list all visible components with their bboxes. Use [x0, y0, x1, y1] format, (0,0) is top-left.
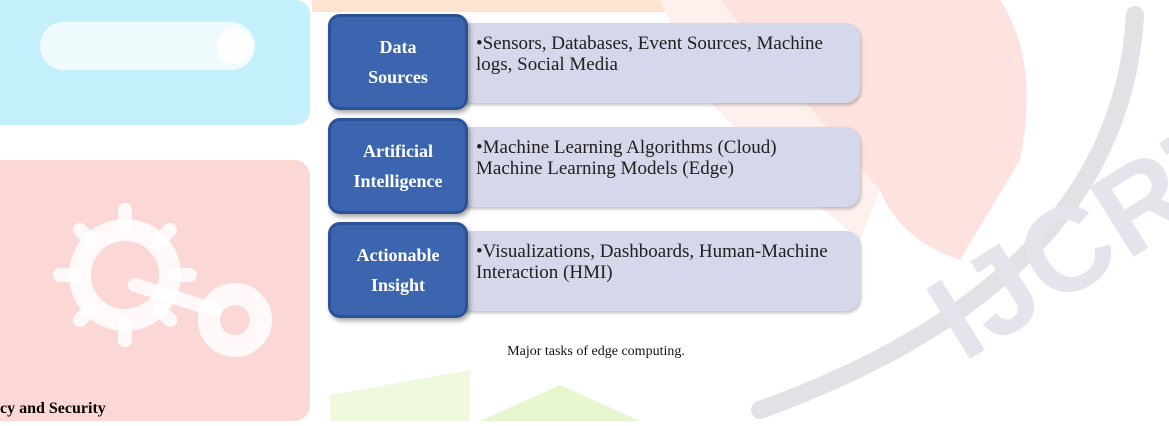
watermark-orange-strip [312, 0, 672, 12]
detail-text: •Visualizations, Dashboards, Human-Machi… [476, 241, 828, 283]
detail-text: •Sensors, Databases, Event Sources, Mach… [476, 33, 823, 75]
detail-panel: •Visualizations, Dashboards, Human-Machi… [446, 231, 860, 311]
edge-computing-diagram: •Sensors, Databases, Event Sources, Mach… [326, 14, 864, 318]
detail-text: •Machine Learning Algorithms (Cloud) Mac… [476, 137, 777, 179]
watermark-grey-arc [751, 6, 1144, 419]
diagram-row-artificial-intelligence: •Machine Learning Algorithms (Cloud) Mac… [326, 118, 864, 214]
figure-caption: Major tasks of edge computing. [507, 344, 685, 359]
diagram-row-actionable-insight: •Visualizations, Dashboards, Human-Machi… [326, 222, 864, 318]
category-label: Artificial Intelligence [353, 141, 443, 191]
watermark-green-shape [330, 370, 470, 421]
category-label: Data Sources [368, 37, 428, 87]
category-box: Artificial Intelligence [328, 118, 468, 214]
detail-panel: •Machine Learning Algorithms (Cloud) Mac… [446, 127, 860, 207]
diagram-row-data-sources: •Sensors, Databases, Event Sources, Mach… [326, 14, 864, 110]
category-box: Actionable Insight [328, 222, 468, 318]
category-box: Data Sources [328, 14, 468, 110]
category-label: Actionable Insight [356, 245, 440, 295]
section-heading-fragment: cy and Security [0, 400, 106, 417]
detail-panel: •Sensors, Databases, Event Sources, Mach… [446, 23, 860, 103]
